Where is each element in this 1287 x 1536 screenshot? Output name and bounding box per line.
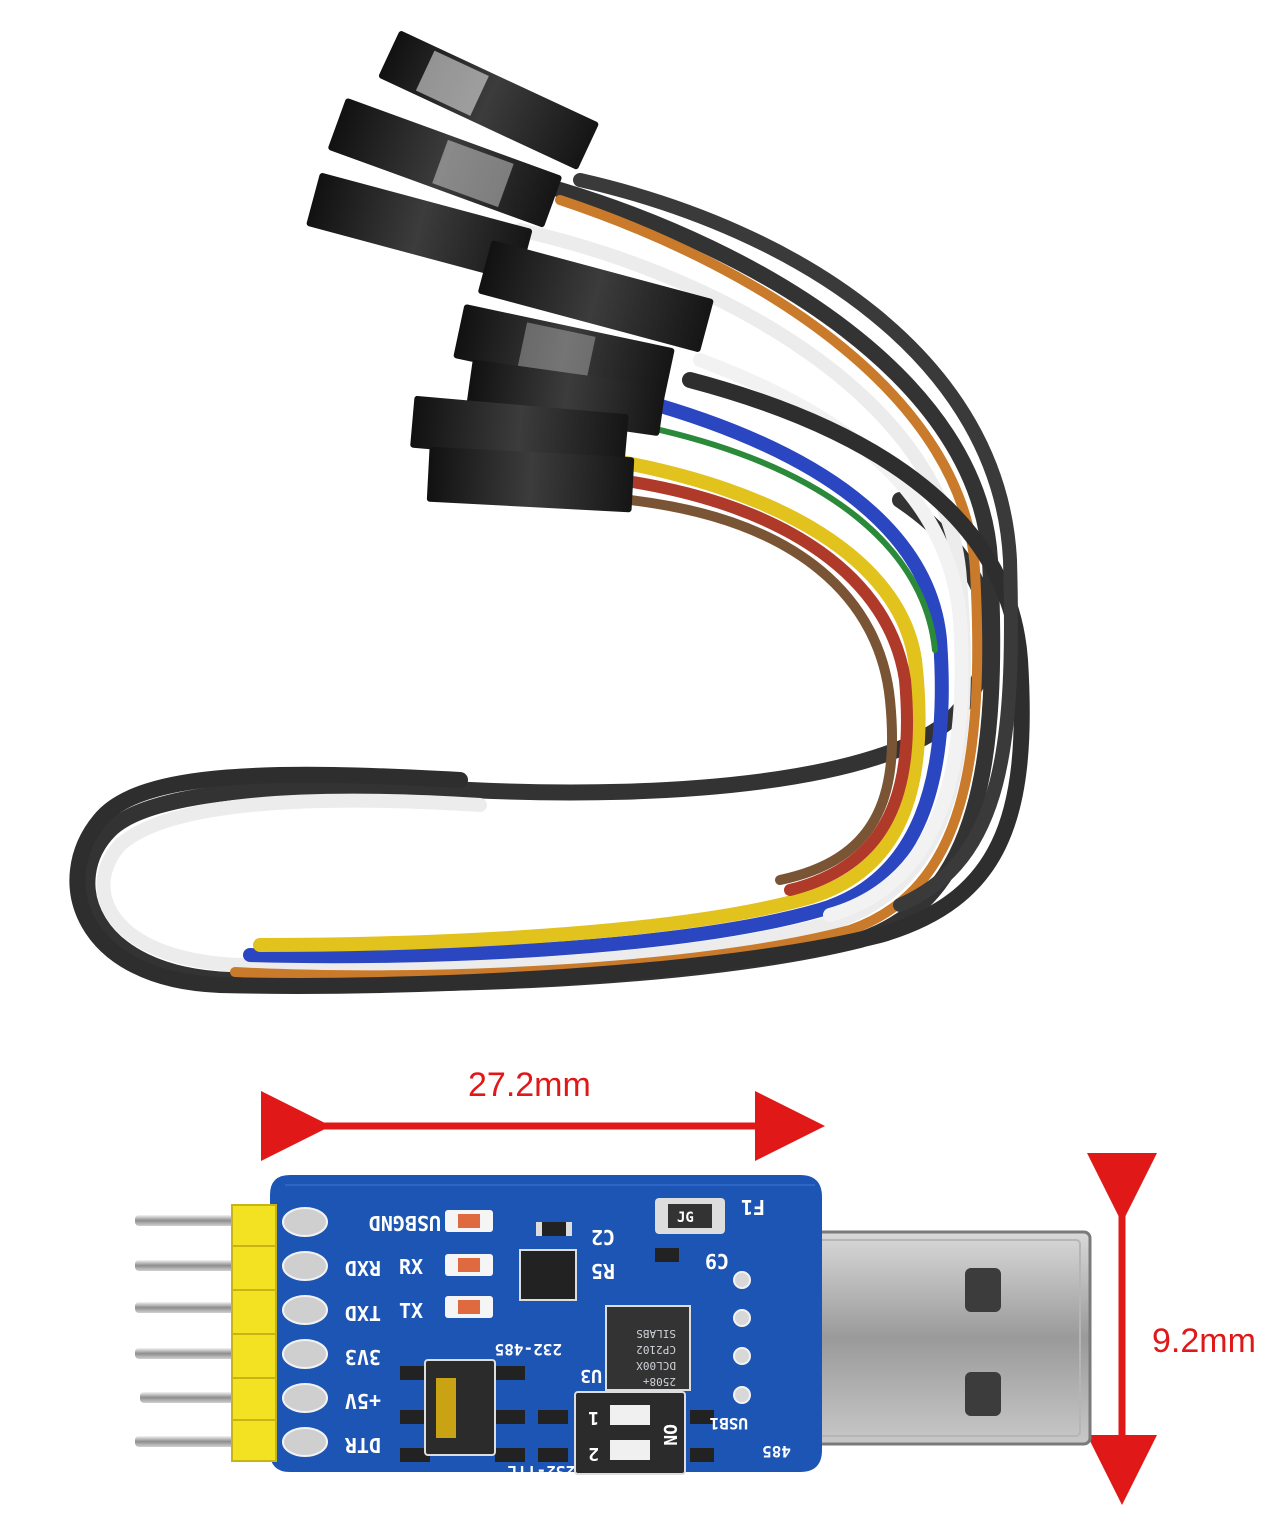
label-r5: R5 — [591, 1259, 615, 1283]
wire-white-2 — [693, 353, 969, 922]
usb-plug-slot — [965, 1372, 1001, 1416]
pin-label-txd: TXD — [345, 1301, 381, 1325]
header-pins — [135, 1215, 240, 1447]
label-u3: U3 — [580, 1365, 602, 1386]
header-pin — [135, 1302, 240, 1313]
led-label-tx: TX — [399, 1299, 423, 1323]
label-485: 485 — [762, 1442, 791, 1461]
wire-blue — [243, 393, 949, 964]
label-232-485: 232-485 — [495, 1340, 562, 1359]
pin-label-rxd: RXD — [345, 1256, 381, 1280]
label-f1: F1 — [741, 1195, 765, 1219]
passive-components: JG — [400, 1198, 725, 1462]
wire-green — [657, 427, 938, 653]
wire-white-1 — [96, 223, 971, 976]
label-usb1: USB1 — [709, 1414, 748, 1433]
slide-switch — [424, 1359, 496, 1456]
resistor-network — [519, 1249, 577, 1301]
wire-brown — [625, 495, 898, 885]
pin-labels: USBGND RXD TXD 3V3 +5V DTR — [344, 1211, 441, 1457]
label-c2: C2 — [591, 1225, 615, 1249]
dip-label-1: 1 — [588, 1407, 599, 1428]
height-dimension-label: 9.2mm — [1152, 1322, 1256, 1360]
pin-label-usbgnd: USBGND — [369, 1211, 441, 1235]
dip-label-on: ON — [659, 1424, 680, 1446]
dip-switch: 1 2 ON — [574, 1391, 686, 1475]
dupont-housing — [453, 304, 675, 402]
wire-black-2 — [69, 372, 1030, 994]
header-pin — [135, 1348, 240, 1359]
chip-line-1: SILABS — [636, 1327, 676, 1340]
dip-label-2: 2 — [588, 1443, 599, 1464]
wire-red — [614, 474, 913, 896]
usb-solder-pads — [733, 1271, 751, 1404]
label-jg: JG — [677, 1210, 694, 1226]
pin-label-5v: +5V — [345, 1389, 381, 1413]
header-pin — [135, 1260, 240, 1271]
pin-label-dtr: DTR — [344, 1433, 381, 1457]
pin-label-3v3: 3V3 — [345, 1345, 381, 1369]
jumper-cable-bundle — [69, 31, 1030, 994]
dupont-housing — [426, 446, 635, 513]
dupont-housing — [410, 395, 629, 466]
label-c9: C9 — [705, 1249, 729, 1273]
dupont-housing — [328, 98, 562, 228]
header-pin — [140, 1392, 240, 1403]
label-232-ttl: 232-TTL — [508, 1462, 575, 1481]
wire-yellow — [253, 453, 926, 952]
width-dimension-label: 27.2mm — [468, 1066, 591, 1104]
chip-line-2: CP2102 — [636, 1343, 676, 1356]
dupont-connectors — [306, 31, 714, 513]
wire-black-3 — [573, 173, 1018, 912]
chip-line-4: 2508+ — [643, 1375, 676, 1388]
cp2102-chip: SILABS CP2102 DCL00X 2508+ — [605, 1305, 691, 1391]
solder-pads — [282, 1207, 328, 1457]
usb-serial-module: USBGND RXD TXD 3V3 +5V DTR RX TX JG — [135, 1175, 1092, 1481]
component-labels: C2 R5 C9 F1 U3 232-485 232-TTL 485 USB1 — [495, 1195, 791, 1481]
header-pin — [135, 1215, 240, 1226]
usb-plug-slot — [965, 1268, 1001, 1312]
led-components: RX TX — [399, 1210, 493, 1323]
led-label-rx: RX — [399, 1255, 423, 1279]
dupont-housing — [306, 173, 533, 282]
chip-line-3: DCL00X — [636, 1359, 676, 1372]
dupont-housing — [478, 240, 714, 352]
header-pin — [135, 1436, 240, 1447]
